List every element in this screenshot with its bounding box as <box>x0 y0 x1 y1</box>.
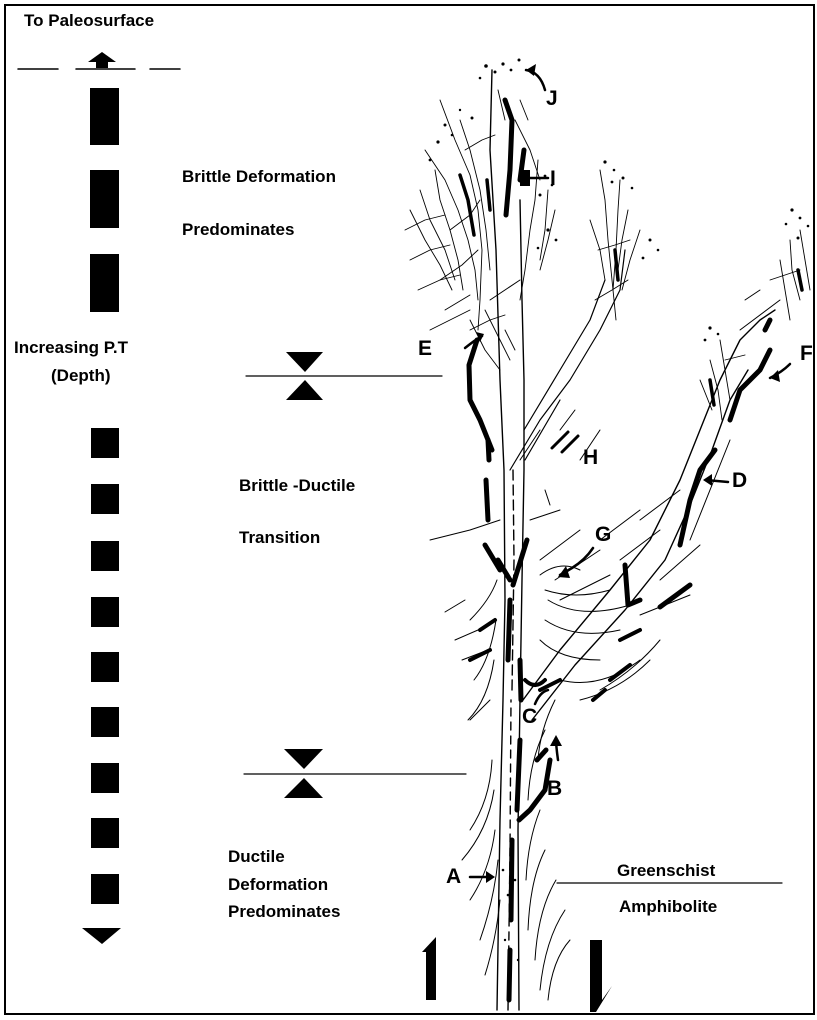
ductile-zone-label-line1: Ductile <box>228 848 285 865</box>
right-branch-fault <box>523 310 775 720</box>
depth-dash <box>91 707 119 737</box>
ductile-shear-bold <box>470 620 640 700</box>
middle-branch <box>510 250 625 470</box>
brittle-zone-label-line1: Brittle Deformation <box>182 168 336 185</box>
depth-dash <box>90 254 119 312</box>
up-arrow-icon <box>88 52 116 68</box>
point-label-b: B <box>547 778 562 799</box>
depth-dash <box>91 763 119 793</box>
point-label-c: C <box>522 706 537 727</box>
brittle-fracture-network <box>405 90 810 420</box>
zone-boundary-lower <box>244 749 466 798</box>
point-label-e: E <box>418 338 432 359</box>
up-arrow-icon <box>284 778 323 798</box>
point-label-a: A <box>446 866 461 887</box>
up-arrow-icon <box>286 380 323 400</box>
fault-segments-bold <box>469 100 550 1000</box>
depth-dash <box>90 170 119 228</box>
depth-dash <box>91 541 119 571</box>
shear-down-arrow-icon <box>590 940 612 1012</box>
depth-axis-label-line2: (Depth) <box>51 367 110 384</box>
transition-zone-label-line2: Transition <box>239 529 320 546</box>
down-arrow-icon <box>284 749 323 769</box>
amphibolite-label: Amphibolite <box>619 898 717 915</box>
greenschist-label: Greenschist <box>617 862 715 879</box>
transition-fractures <box>430 280 780 600</box>
depth-dash <box>91 428 119 458</box>
ductile-zone-label-line2: Deformation <box>228 876 328 893</box>
point-label-i: I <box>550 168 556 189</box>
point-label-d: D <box>732 470 747 491</box>
depth-axis-label-line1: Increasing P.T <box>14 339 128 356</box>
depth-dash <box>91 597 119 627</box>
pointer-j <box>526 70 545 90</box>
depth-dash <box>91 484 119 514</box>
transition-zone-label-line1: Brittle -Ductile <box>239 477 355 494</box>
bold-brittle-segments <box>460 175 802 405</box>
depth-axis <box>90 88 119 904</box>
h-marker <box>552 432 578 452</box>
point-label-g: G <box>595 524 611 545</box>
depth-dash <box>91 652 119 682</box>
point-label-h: H <box>583 447 598 468</box>
ductile-foliation <box>445 545 700 1000</box>
down-arrow-icon <box>286 352 323 372</box>
point-label-j: J <box>546 88 558 109</box>
depth-dash <box>91 874 119 904</box>
zone-boundary-upper <box>246 352 442 400</box>
point-label-f: F <box>800 343 813 364</box>
ductile-zone-label-line3: Predominates <box>228 903 340 920</box>
depth-dash <box>91 818 119 848</box>
right-branch-bold <box>537 320 770 760</box>
paleosurface-label: To Paleosurface <box>24 12 154 29</box>
depth-dash <box>90 88 119 145</box>
shear-up-arrow-icon <box>422 937 436 1000</box>
brittle-zone-label-line2: Predominates <box>182 221 294 238</box>
down-arrow-icon <box>82 928 121 944</box>
